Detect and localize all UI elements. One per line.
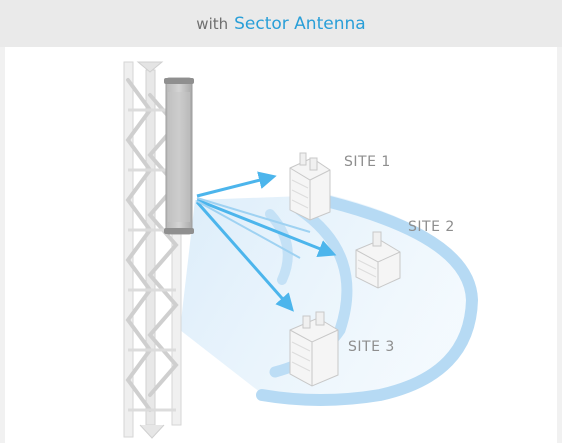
arrow-site-2 [196,198,337,258]
arrow-faint-2 [196,200,301,259]
arrow-site-1 [196,171,277,198]
arrow-faint-1 [196,197,311,233]
site-3-label: SITE 3 [348,339,395,355]
title-bar: with Sector Antenna [0,0,562,47]
title-prefix: with [196,14,229,33]
building-site-1 [289,152,331,221]
site-2-label: SITE 2 [408,219,455,235]
title-accent: Sector Antenna [234,13,366,34]
coverage-arc-1 [265,209,293,285]
arrow-site-3 [195,201,294,312]
signal-arrows [195,171,337,312]
building-site-3 [289,311,339,387]
sector-antenna [164,77,194,235]
beam-coverage [180,195,476,400]
right-border [557,47,562,443]
site-1-label: SITE 1 [344,154,391,170]
left-border [0,47,5,443]
coverage-arc-3 [256,196,479,406]
building-site-2 [355,231,401,289]
lattice-tower [123,61,182,439]
